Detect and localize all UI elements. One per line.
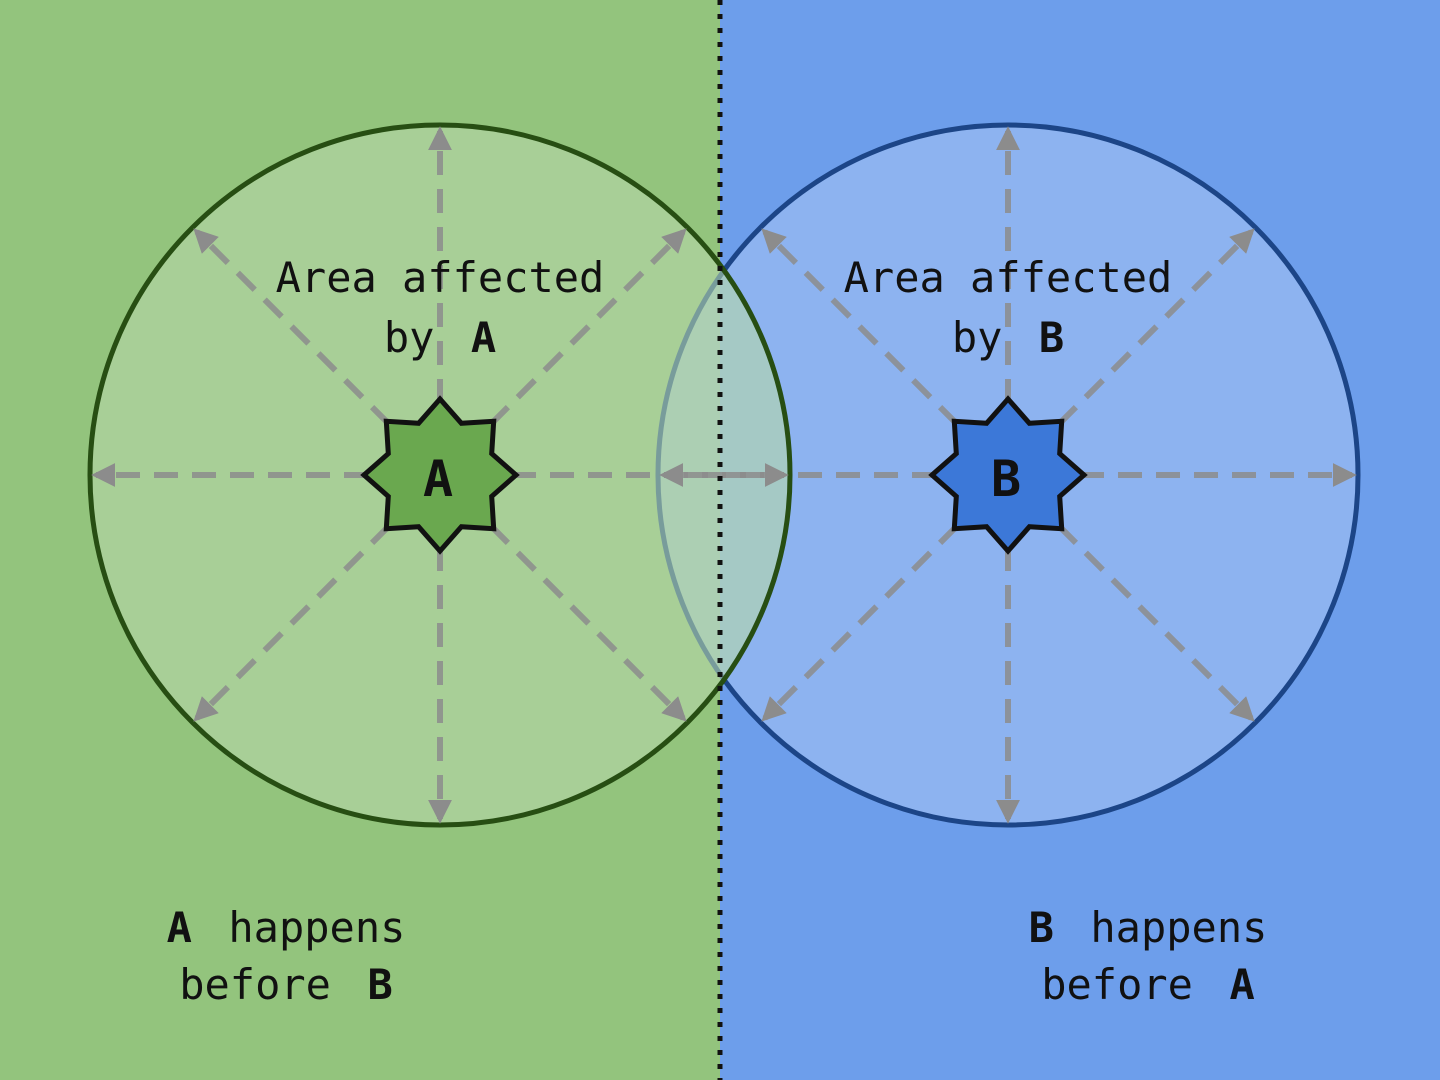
right-caption-event-second: A [1229,960,1254,1009]
area-a-arrow-up-right [488,228,687,427]
right-caption-line2: before A [1041,960,1255,1009]
area-label-a-event: A [471,313,496,362]
area-label-a-line1: Area affected [276,253,605,302]
left-caption-line1: A happens [167,903,406,952]
event-b-star-icon [928,395,1088,555]
left-caption-line2: before B [179,960,393,1009]
right-caption-event-first: B [1029,903,1054,952]
area-a-arrow-down-right [488,523,687,722]
area-b-arrow-down-left [761,523,960,722]
arrows-b [659,126,1357,824]
area-b-arrow-up-right [1056,228,1255,427]
area-b-arrow-down-right [1056,523,1255,722]
area-b-arrow-up-left [761,228,960,427]
area-label-a-by: by [384,313,435,362]
area-label-b-line2: by B [952,313,1064,362]
area-label-b-line1: Area affected [844,253,1173,302]
right-caption-before: before [1041,960,1193,1009]
arrows-a [91,126,789,824]
area-a-arrow-down-left [193,523,392,722]
right-caption-line1: B happens [1029,903,1268,952]
area-label-b-by: by [952,313,1003,362]
left-caption-before: before [179,960,331,1009]
event-a-star-icon [360,395,520,555]
area-label-b-event: B [1039,313,1064,362]
left-caption-event-second: B [367,960,392,1009]
area-label-a-line2: by A [384,313,496,362]
left-caption-verb: happens [228,903,405,952]
area-a-arrow-up-left [193,228,392,427]
event-b-symbol: B [991,450,1021,508]
left-caption-event-first: A [167,903,192,952]
right-caption-verb: happens [1090,903,1267,952]
event-a-symbol: A [423,450,453,508]
